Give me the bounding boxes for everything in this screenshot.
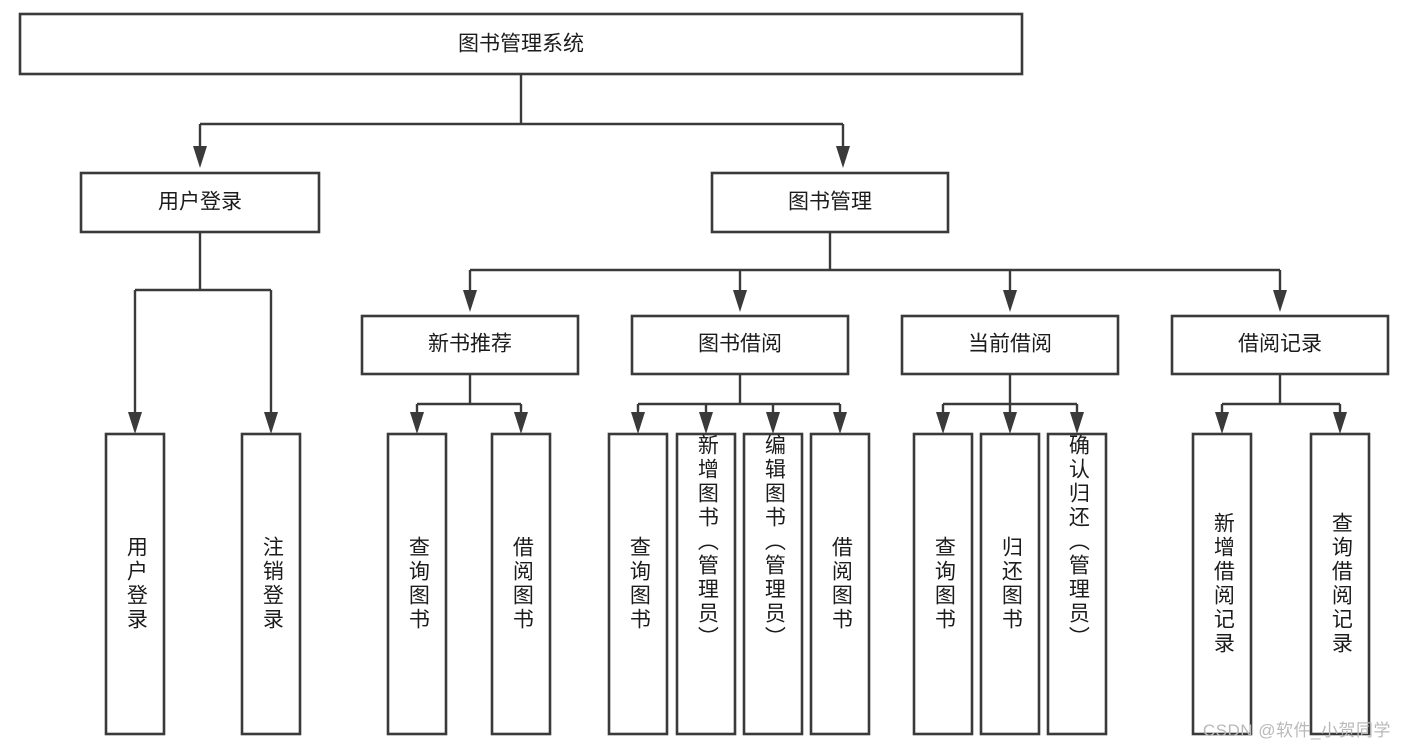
connector-current-borrow-to-leaves (936, 374, 1084, 434)
leaf-box-current-borrow-2[interactable] (979, 432, 1041, 736)
connector-user-login-to-leaves (128, 232, 278, 434)
leaf-box-book-borrow-3[interactable] (742, 432, 804, 736)
arrow-to-user-login (193, 146, 207, 168)
node-book-borrow[interactable]: 图书借阅 (630, 314, 850, 376)
leaf-box-borrow-records-2[interactable] (1309, 432, 1371, 736)
node-book-borrow-label: 图书借阅 (698, 333, 782, 356)
node-root-system-label: 图书管理系统 (458, 33, 584, 56)
node-book-management-label: 图书管理 (788, 191, 872, 214)
node-book-management[interactable]: 图书管理 (710, 171, 950, 234)
node-borrow-records[interactable]: 借阅记录 (1170, 314, 1390, 376)
leaf-box-book-borrow-4[interactable] (809, 432, 871, 736)
node-current-borrow[interactable]: 当前借阅 (900, 314, 1120, 376)
node-current-borrow-label: 当前借阅 (968, 333, 1052, 356)
leaf-box-book-borrow-1[interactable] (607, 432, 669, 736)
leaf-box-user-login-1[interactable] (104, 432, 166, 736)
node-new-book-recommend[interactable]: 新书推荐 (360, 314, 580, 376)
node-borrow-records-label: 借阅记录 (1238, 333, 1322, 356)
leaf-box-book-borrow-2[interactable] (675, 432, 737, 736)
connector-book-management-to-level3 (463, 232, 1287, 312)
connector-new-book-to-leaves (410, 374, 528, 434)
connector-book-borrow-to-leaves (631, 374, 847, 434)
arrow-to-book-management (836, 146, 850, 168)
connector-borrow-records-to-leaves (1215, 374, 1347, 434)
leaf-box-borrow-records-1[interactable] (1191, 432, 1253, 736)
leaf-box-current-borrow-1[interactable] (912, 432, 974, 736)
node-user-login-label: 用户登录 (158, 191, 242, 214)
leaf-box-new-book-2[interactable] (490, 432, 552, 736)
node-root-system[interactable]: 图书管理系统 (18, 12, 1024, 76)
leaf-box-current-borrow-3[interactable] (1046, 432, 1108, 736)
leaf-box-user-login-2[interactable] (240, 432, 302, 736)
csdn-watermark: CSDN @软件_小贺同学 (1202, 721, 1391, 740)
node-new-book-recommend-label: 新书推荐 (428, 333, 512, 356)
leaf-box-new-book-1[interactable] (386, 432, 448, 736)
node-user-login[interactable]: 用户登录 (79, 171, 321, 234)
connector-root-to-bus (198, 74, 845, 146)
